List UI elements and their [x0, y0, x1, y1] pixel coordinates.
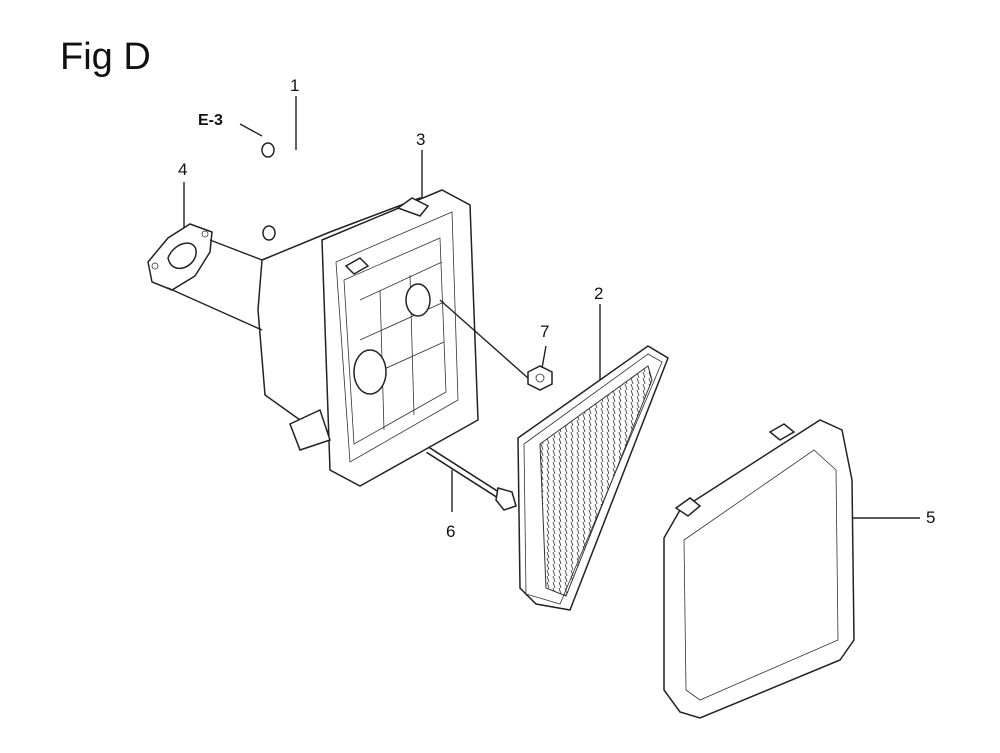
figure-title: Fig D [60, 36, 151, 78]
callout-6: 6 [446, 522, 456, 541]
gasket-part-4 [147, 223, 213, 291]
callout-4: 4 [178, 160, 188, 179]
callout-2: 2 [594, 284, 604, 303]
bolt-part-6 [426, 447, 517, 511]
reference-label: E-3 [198, 112, 223, 129]
air-cleaner-cover-part-5 [663, 419, 855, 719]
callout-5: 5 [926, 508, 936, 527]
air-cleaner-case-part-3 [257, 189, 479, 487]
callout-3: 3 [416, 130, 426, 149]
breather-hose-part-1 [233, 138, 319, 243]
nut-part-7 [527, 365, 553, 391]
leader-lines [167, 96, 920, 519]
callout-1: 1 [290, 76, 300, 95]
air-filter-element-part-2 [517, 345, 669, 611]
callout-7: 7 [540, 322, 550, 341]
